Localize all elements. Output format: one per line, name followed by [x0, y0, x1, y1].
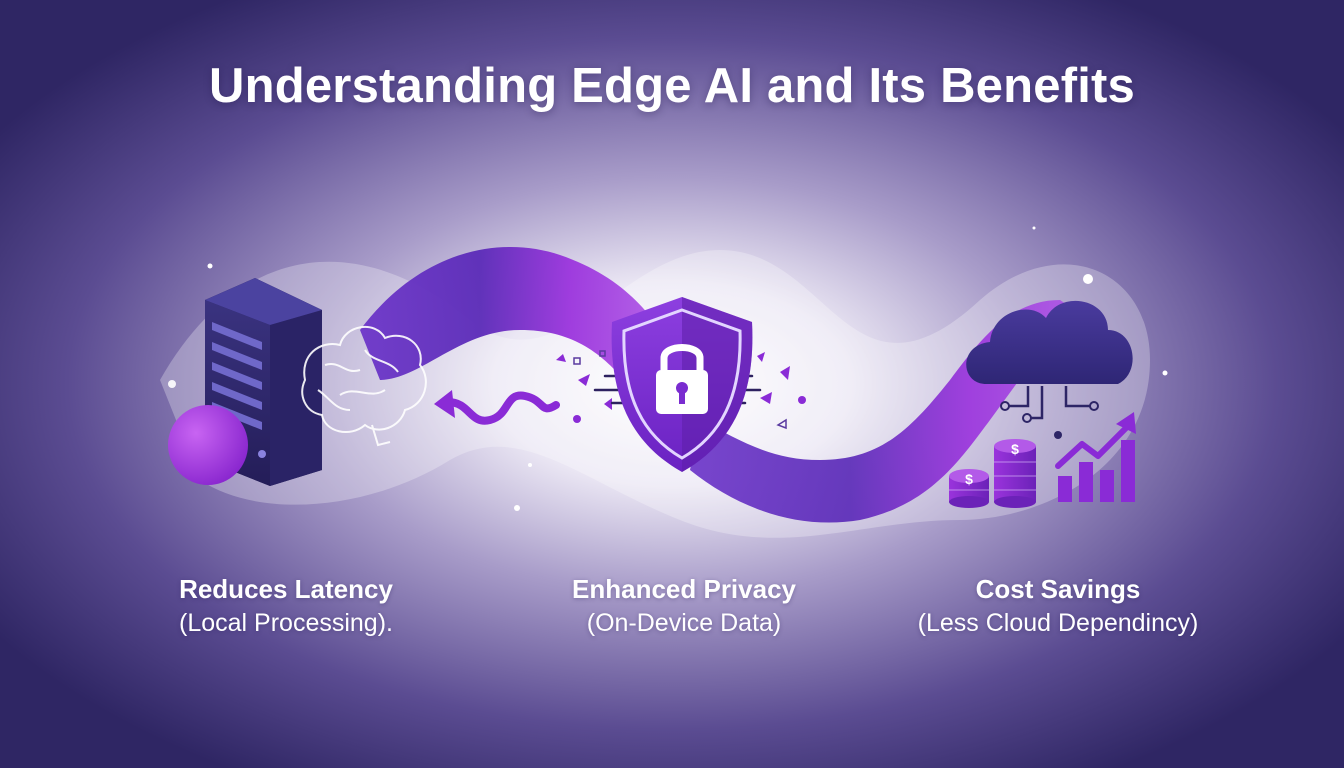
- page-title: Understanding Edge AI and Its Benefits: [209, 59, 1135, 113]
- benefit-cost: Cost Savings (Less Cloud Dependincy): [868, 572, 1248, 640]
- svg-text:$: $: [1011, 441, 1019, 457]
- coin-stack-icon: $ $: [949, 439, 1036, 508]
- benefit-subtitle: (On-Device Data): [586, 609, 782, 637]
- benefit-latency: Reduces Latency (Local Processing).: [96, 572, 476, 640]
- cloud-icon: [966, 300, 1133, 439]
- brain-icon: [301, 325, 427, 447]
- benefit-subtitle: (Less Cloud Dependincy): [917, 609, 1199, 637]
- benefit-title: Cost Savings: [975, 574, 1141, 604]
- server-icon: [205, 278, 322, 486]
- data-particles: [556, 350, 806, 430]
- benefit-title: Reduces Latency: [179, 574, 393, 604]
- wave-arrow-icon: [434, 390, 560, 425]
- benefit-title: Enhanced Privacy: [572, 574, 796, 604]
- growth-chart-icon: [1055, 412, 1136, 502]
- shield-lock-icon: [611, 297, 753, 472]
- data-ribbon: [360, 247, 660, 400]
- orb-icon: [168, 405, 248, 485]
- benefit-subtitle: (Local Processing).: [179, 609, 393, 637]
- svg-text:$: $: [965, 471, 973, 487]
- benefit-privacy: Enhanced Privacy (On-Device Data): [494, 572, 874, 640]
- sparkles: [168, 226, 1168, 511]
